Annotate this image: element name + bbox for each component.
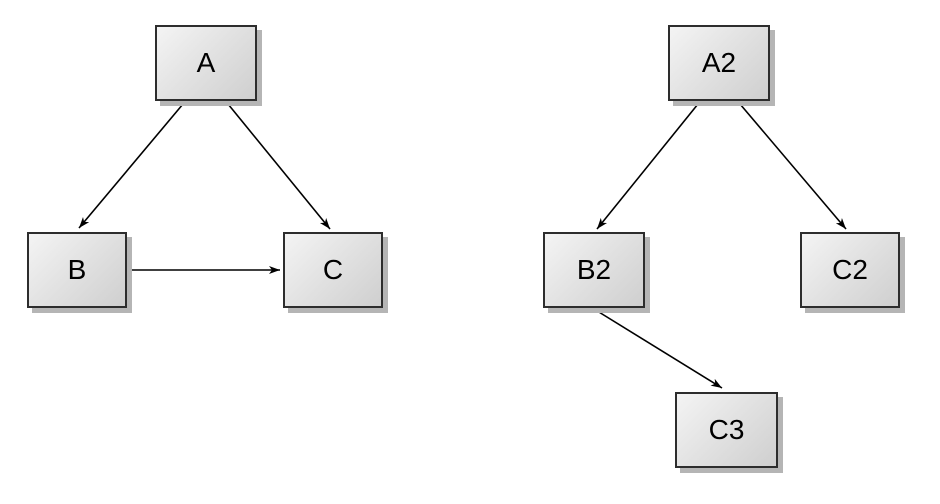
edge-A-B[interactable]: [78, 103, 184, 229]
node-label-C3: C3: [708, 414, 745, 445]
node-label-C: C: [322, 254, 344, 285]
node-C[interactable]: C: [283, 232, 383, 308]
edge-A2-C2[interactable]: [739, 103, 847, 230]
node-A[interactable]: A: [155, 25, 257, 101]
node-A2[interactable]: A2: [668, 25, 770, 101]
node-label-B: B: [67, 254, 87, 285]
node-B2[interactable]: B2: [543, 232, 645, 308]
edge-B2-C3[interactable]: [593, 308, 723, 389]
node-C3[interactable]: C3: [675, 392, 778, 468]
node-label-B2: B2: [576, 254, 612, 285]
node-label-C2: C2: [832, 254, 868, 285]
edge-A2-B2[interactable]: [596, 103, 699, 230]
node-C2[interactable]: C2: [800, 232, 900, 308]
node-label-A: A: [196, 47, 216, 78]
node-B[interactable]: B: [27, 232, 127, 308]
node-label-A2: A2: [701, 47, 737, 78]
edge-A-C[interactable]: [227, 103, 331, 230]
